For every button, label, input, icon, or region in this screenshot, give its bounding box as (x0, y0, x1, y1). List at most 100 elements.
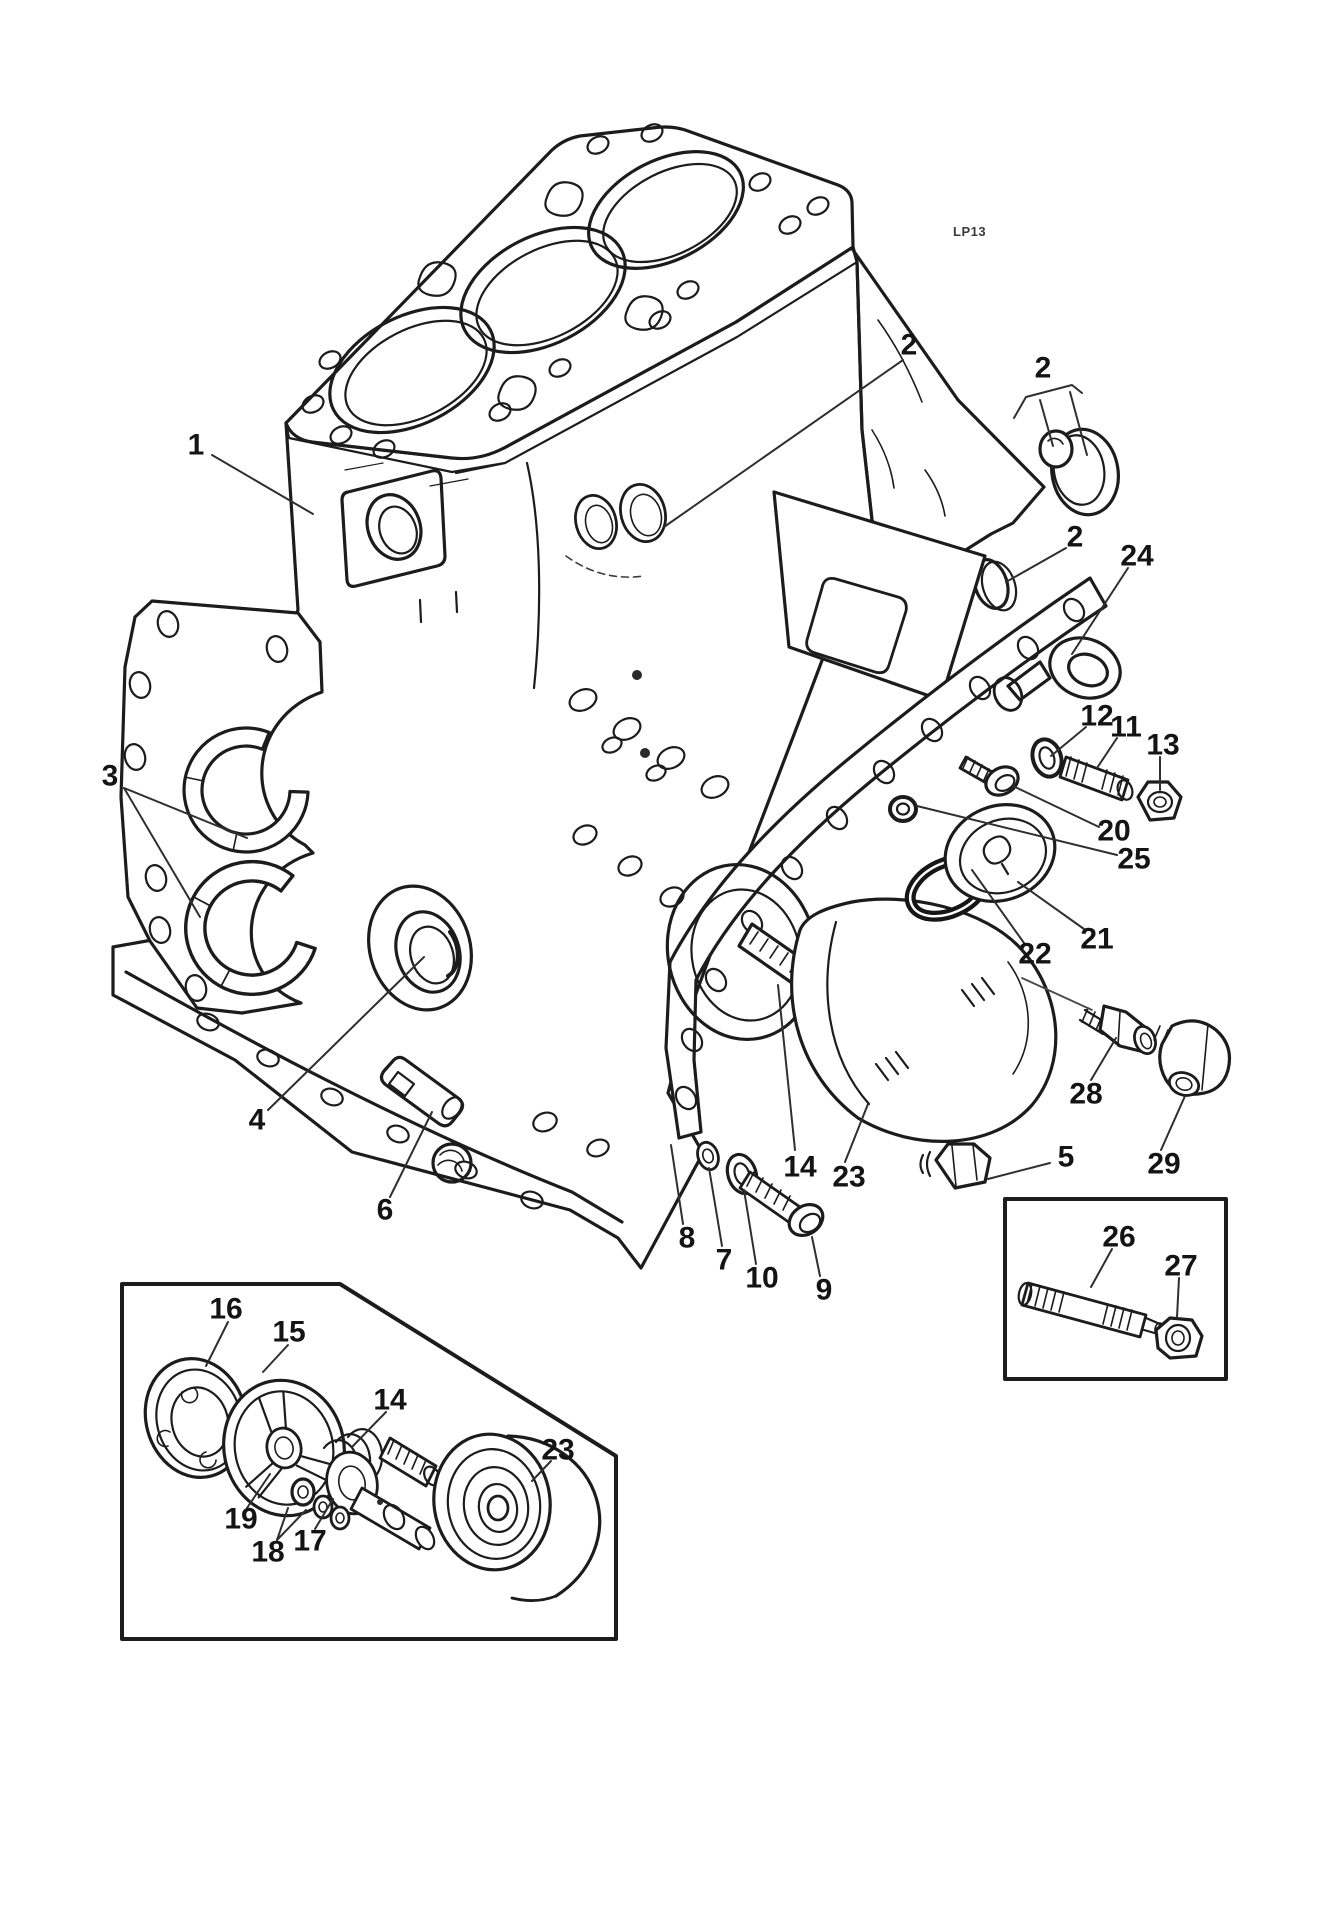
callout-6: 6 (377, 1194, 394, 1227)
leader-line-16 (205, 1321, 229, 1367)
inset-adapter-17 (349, 1486, 436, 1551)
lifting-eye (992, 636, 1122, 712)
leader-line-23 (844, 1103, 869, 1163)
callout-23: 23 (832, 1161, 865, 1194)
callout-17: 17 (293, 1525, 326, 1558)
drain-plug (919, 1142, 992, 1190)
leader-line-17 (314, 1498, 334, 1530)
leader-line-5 (987, 1162, 1051, 1180)
callout-22: 22 (1018, 938, 1051, 971)
leader-line-1 (211, 454, 314, 515)
callout-8: 8 (679, 1222, 696, 1255)
assembly-guide-line (1021, 977, 1093, 1011)
callout-layer: 1222345678910111213142021222324252829161… (102, 329, 1198, 1569)
leader-line-3 (123, 787, 248, 839)
leader-line-9 (811, 1236, 821, 1277)
front-face-boss (340, 469, 459, 624)
leader-line-2 (663, 359, 904, 528)
callout-27: 27 (1164, 1250, 1197, 1283)
callout-24: 24 (1120, 540, 1154, 573)
callout-25: 25 (1117, 843, 1150, 876)
leader-line-14 (777, 984, 796, 1151)
callout-7: 7 (716, 1244, 733, 1277)
inset-filter-assembly (120, 1282, 618, 1641)
side-cover-plate (772, 490, 987, 702)
callout-bracket-2 (1013, 384, 1083, 419)
callout-2: 2 (1067, 521, 1084, 554)
leader-line-14 (351, 1411, 387, 1448)
leader-line-2 (1005, 547, 1067, 583)
inset-nut-27 (1154, 1316, 1204, 1360)
filter-head-adapter (904, 803, 1057, 922)
callout-3: 3 (102, 760, 119, 793)
callout-1: 1 (188, 429, 205, 462)
side-cover-gasket (664, 576, 1108, 1140)
leader-line-8 (670, 1144, 684, 1225)
callout-18: 18 (251, 1536, 284, 1569)
coolant-passages (417, 181, 664, 411)
elbow-union (1153, 1019, 1232, 1097)
callout-5: 5 (1058, 1141, 1075, 1174)
washer-7 (696, 1140, 720, 1172)
leader-line-19 (246, 1473, 271, 1509)
deck-bolt-holes (301, 123, 830, 459)
inset-stud-26 (1017, 1281, 1164, 1339)
leader-line-23 (531, 1460, 552, 1482)
adapter-bolt (958, 755, 1020, 797)
callout-28: 28 (1069, 1078, 1102, 1111)
inset-stud-nut (1003, 1197, 1228, 1381)
camshaft-bushing (367, 884, 473, 1012)
leader-line-20 (1012, 785, 1100, 828)
leader-line-7 (708, 1167, 723, 1247)
leader-line-24 (1071, 567, 1129, 655)
inset-filter-canister-23 (432, 1432, 602, 1602)
cylinder-liner-seals (565, 483, 667, 578)
sump-rail (124, 970, 624, 1224)
cover-bolt (738, 1170, 825, 1238)
callout-13: 13 (1146, 729, 1179, 762)
callout-19: 19 (224, 1503, 257, 1536)
inset-washer-19 (290, 1477, 316, 1507)
leader-line-22 (971, 869, 1025, 944)
callout-14: 14 (373, 1384, 407, 1417)
sealing-washer-12 (1030, 737, 1064, 779)
oil-filter-canister (790, 897, 1058, 1143)
leader-line-3 (123, 787, 201, 918)
leader-line-10 (743, 1189, 757, 1265)
leader-line-25 (916, 805, 1118, 856)
leader-line-21 (1017, 881, 1085, 930)
callout-20: 20 (1097, 815, 1130, 848)
leader-line-2 (1039, 399, 1054, 447)
leader-line-4 (267, 956, 425, 1111)
leader-line-6 (389, 1111, 433, 1198)
leader-line-12 (1050, 726, 1087, 757)
leader-line-11 (1096, 737, 1118, 769)
leader-line-27 (1176, 1277, 1180, 1318)
callout-2: 2 (901, 329, 918, 362)
o-ring-25 (888, 795, 918, 823)
nut-13 (1136, 780, 1183, 822)
leader-line-2 (1069, 391, 1088, 456)
callout-11: 11 (1110, 711, 1142, 744)
leader-line-18 (276, 1507, 289, 1541)
callout-12: 12 (1080, 700, 1113, 733)
leader-line-15 (262, 1344, 289, 1373)
stud-11 (1058, 755, 1134, 802)
front-mounting-plate (119, 599, 324, 1015)
callout-14: 14 (783, 1151, 817, 1184)
callout-26: 26 (1102, 1221, 1135, 1254)
callout-2: 2 (1035, 352, 1052, 385)
callout-16: 16 (209, 1293, 242, 1326)
callout-4: 4 (249, 1104, 266, 1137)
leader-line-28 (1090, 1037, 1117, 1081)
inset-seals-18 (312, 1494, 351, 1531)
dowel-pin (379, 1055, 465, 1128)
page-code: LP13 (953, 224, 986, 239)
core-plugs (1038, 427, 1120, 517)
callout-9: 9 (816, 1274, 833, 1307)
leader-line-18 (276, 1509, 307, 1541)
callout-23: 23 (541, 1434, 574, 1467)
callout-10: 10 (745, 1262, 778, 1295)
